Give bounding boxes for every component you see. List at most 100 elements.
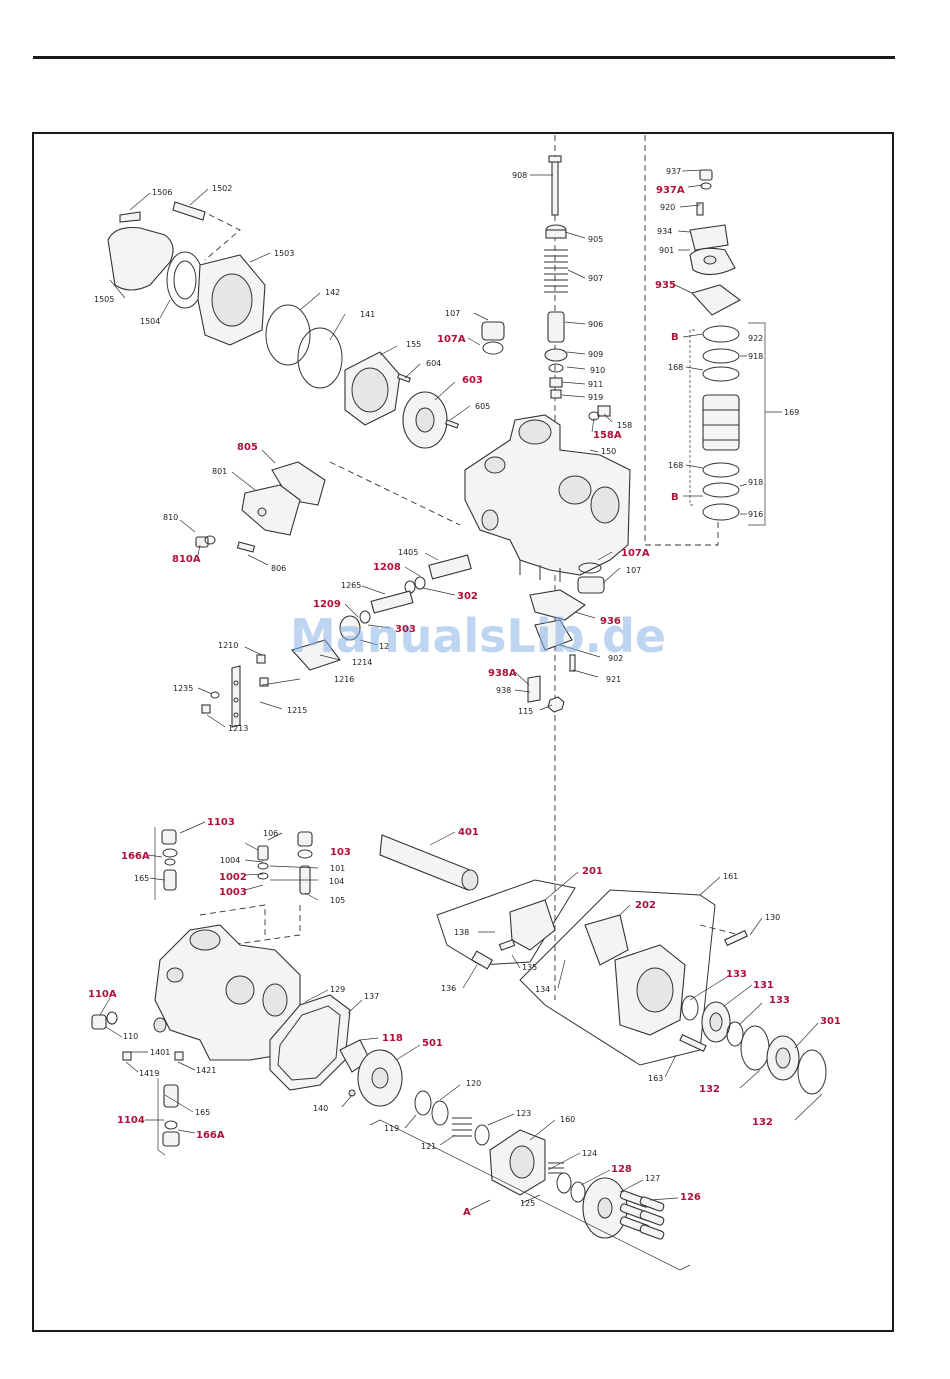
lower-plug-group <box>527 562 605 713</box>
label-B-2: B <box>671 492 679 503</box>
label-103: 103 <box>330 847 351 858</box>
label-118: 118 <box>382 1033 403 1044</box>
label-120: 120 <box>466 1079 481 1088</box>
label-1004: 1004 <box>220 856 240 865</box>
rotating-group-A <box>369 1090 691 1271</box>
label-934: 934 <box>657 227 672 236</box>
label-918-b: 918 <box>748 478 763 487</box>
label-810: 810 <box>163 513 178 522</box>
label-805: 805 <box>237 442 258 453</box>
label-134: 134 <box>535 985 550 994</box>
label-301: 301 <box>820 1016 841 1027</box>
label-1209: 1209 <box>313 599 341 610</box>
label-920: 920 <box>660 203 675 212</box>
label-140: 140 <box>313 1104 328 1113</box>
label-1421: 1421 <box>196 1066 216 1075</box>
cartridge-169-shape <box>702 394 740 451</box>
label-1506: 1506 <box>152 188 172 197</box>
label-131: 131 <box>753 980 774 991</box>
label-901: 901 <box>659 246 674 255</box>
label-133-b: 133 <box>769 995 790 1006</box>
spring-907-shape <box>544 249 568 293</box>
label-1210: 1210 <box>218 641 238 650</box>
label-136: 136 <box>441 984 456 993</box>
label-1216: 1216 <box>334 675 354 684</box>
label-1405: 1405 <box>398 548 418 557</box>
label-810A: 810A <box>172 554 201 565</box>
label-937A: 937A <box>656 185 685 196</box>
label-107-b: 107 <box>626 566 641 575</box>
label-604: 604 <box>426 359 441 368</box>
label-1103: 1103 <box>207 817 235 828</box>
label-135: 135 <box>522 963 537 972</box>
label-922: 922 <box>748 334 763 343</box>
label-12: 12 <box>379 642 389 651</box>
label-801: 801 <box>212 467 227 476</box>
group-A-bracket <box>369 1119 691 1271</box>
label-155: 155 <box>406 340 421 349</box>
gasket-1505-shape <box>107 226 174 291</box>
screw-1502-shape <box>172 201 206 221</box>
label-107A: 107A <box>437 334 466 345</box>
label-603: 603 <box>462 375 483 386</box>
label-916: 916 <box>748 510 763 519</box>
main-housing-bottom <box>91 827 313 1156</box>
plate-801-shape <box>241 484 301 536</box>
label-125: 125 <box>520 1199 535 1208</box>
gasket-and-bearing <box>269 994 403 1107</box>
label-1503: 1503 <box>274 249 294 258</box>
label-110A: 110A <box>88 989 117 1000</box>
label-937: 937 <box>666 167 681 176</box>
swashplate-201-shape <box>509 899 556 951</box>
label-1213: 1213 <box>228 724 248 733</box>
washer-909-shape <box>544 348 568 362</box>
label-101: 101 <box>330 864 345 873</box>
label-1401: 1401 <box>150 1048 170 1057</box>
watermark: ManualsLib.de <box>290 609 666 663</box>
label-110: 110 <box>123 1032 138 1041</box>
shaft-401-shape <box>379 834 477 891</box>
screw-1506-shape <box>119 211 141 223</box>
cover-assembly <box>107 201 460 449</box>
spring-121-shape <box>452 1117 472 1137</box>
label-1104: 1104 <box>117 1115 145 1126</box>
label-918-a: 918 <box>748 352 763 361</box>
label-141: 141 <box>360 310 375 319</box>
nut-911-shape <box>549 377 563 388</box>
label-107: 107 <box>445 309 460 318</box>
label-132-a: 132 <box>699 1084 720 1095</box>
label-905: 905 <box>588 235 603 244</box>
label-126: 126 <box>680 1192 701 1203</box>
label-B-1: B <box>671 332 679 343</box>
label-1504: 1504 <box>140 317 160 326</box>
leader-lines <box>99 169 823 1211</box>
gasket-936-shape <box>529 589 586 621</box>
label-168-b: 168 <box>668 461 683 470</box>
main-housing-top <box>464 321 631 582</box>
snap-ring-132a-shape <box>740 1025 770 1071</box>
label-A: A <box>463 1207 471 1218</box>
label-938A: 938A <box>488 668 517 679</box>
housing-150-shape <box>464 414 631 576</box>
label-165-b: 165 <box>195 1108 210 1117</box>
plug-107-shape <box>481 321 505 341</box>
diagram-frame <box>32 132 894 1332</box>
bearing-group-right <box>681 995 827 1095</box>
header-rule <box>33 56 895 59</box>
label-1214: 1214 <box>352 658 372 667</box>
label-124: 124 <box>582 1149 597 1158</box>
ring-142-shape <box>265 304 311 366</box>
label-1502: 1502 <box>212 184 232 193</box>
label-168-a: 168 <box>668 363 683 372</box>
label-123: 123 <box>516 1109 531 1118</box>
label-921: 921 <box>606 675 621 684</box>
label-1003: 1003 <box>219 887 247 898</box>
bolt-908-shape <box>551 159 559 216</box>
spool-906-shape <box>547 311 565 343</box>
label-150: 150 <box>601 447 616 456</box>
valve-stack <box>544 155 568 399</box>
label-105: 105 <box>330 896 345 905</box>
label-935: 935 <box>655 280 676 291</box>
label-132-b: 132 <box>752 1117 773 1128</box>
part-labels: 1506 1502 1503 1505 1504 142 141 155 604… <box>88 167 841 1218</box>
